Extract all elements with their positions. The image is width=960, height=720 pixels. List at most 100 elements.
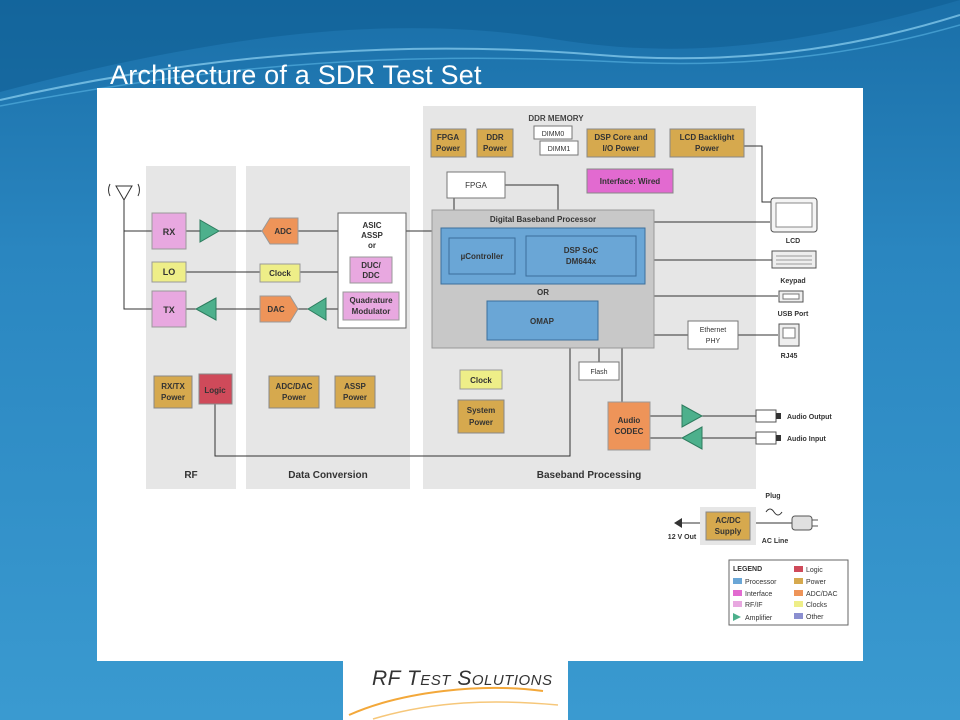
legend-swatch-amplifier bbox=[733, 613, 741, 621]
asic-label: or bbox=[368, 241, 376, 250]
dsp-soc-label: DM644x bbox=[566, 257, 597, 266]
dsp-power-label: I/O Power bbox=[603, 144, 640, 153]
antenna-icon bbox=[108, 183, 140, 202]
keypad-icon bbox=[771, 250, 817, 269]
background-wave-line bbox=[0, 14, 960, 101]
keypad-label: Keypad bbox=[780, 278, 805, 285]
ddr-power-label: Power bbox=[483, 144, 507, 153]
tx-label: TX bbox=[163, 305, 175, 315]
legend-box bbox=[728, 559, 849, 626]
lcd-backlight-power-label: LCD Backlight bbox=[680, 133, 735, 142]
adcdac-power-block bbox=[268, 375, 320, 409]
dsp-power-block bbox=[586, 128, 656, 158]
ac-line-label: AC Line bbox=[762, 538, 789, 545]
acdc-supply-label: AC/DC bbox=[715, 516, 741, 525]
dimm0-block bbox=[533, 125, 573, 140]
lcd-label: LCD bbox=[786, 238, 800, 245]
ethernet-phy-block bbox=[687, 320, 739, 350]
company-logo: RF TEST SOLUTIONS bbox=[372, 667, 553, 690]
rj45-icon bbox=[778, 323, 800, 347]
legend-swatch-processor bbox=[733, 578, 742, 584]
acdc-supply-label: Supply bbox=[715, 527, 742, 536]
adcdac-power-label: ADC/DAC bbox=[276, 382, 313, 391]
audio-output-label: Audio Output bbox=[787, 414, 832, 421]
ddr-memory-label: DDR MEMORY bbox=[528, 114, 584, 123]
legend-swatch-interface bbox=[733, 590, 742, 596]
ethernet-phy-label: Ethernet bbox=[700, 327, 727, 334]
system-power-label: System bbox=[467, 406, 495, 415]
fpga-power-label: Power bbox=[436, 144, 460, 153]
background-wave-line bbox=[0, 24, 960, 107]
fpga-power-block bbox=[430, 128, 467, 158]
interface-wired-block bbox=[586, 168, 674, 194]
lcd-backlight-power-label: Power bbox=[695, 144, 719, 153]
logic-label: Logic bbox=[204, 386, 226, 395]
ddr-power-label: DDR bbox=[486, 133, 504, 142]
legend-swatch-power bbox=[794, 578, 803, 584]
legend-label: Clocks bbox=[806, 602, 828, 609]
assp-power-label: ASSP bbox=[344, 382, 366, 391]
legend-label: ADC/DAC bbox=[806, 591, 838, 598]
clock-block bbox=[259, 263, 301, 283]
lcd-monitor-icon bbox=[770, 197, 818, 233]
audio-input-label: Audio Input bbox=[787, 436, 827, 443]
rxtx-power-block bbox=[153, 375, 193, 409]
adcdac-power-label: Power bbox=[282, 393, 306, 402]
legend-label: Processor bbox=[745, 579, 777, 586]
logo-box bbox=[343, 661, 568, 720]
rxtx-power-label: Power bbox=[161, 393, 185, 402]
legend-label: RF/IF bbox=[745, 602, 763, 609]
flash-block bbox=[578, 361, 620, 381]
slide-title: Architecture of a SDR Test Set bbox=[110, 60, 482, 90]
rx-amplifier-icon bbox=[199, 219, 220, 243]
background-swoosh bbox=[0, 0, 960, 92]
tx-block bbox=[151, 290, 187, 328]
assp-power-block bbox=[334, 375, 376, 409]
audio-output-jack-icon bbox=[755, 409, 781, 423]
assp-power-label: Power bbox=[343, 393, 367, 402]
clock2-block bbox=[459, 369, 503, 390]
logo-swoosh bbox=[348, 687, 559, 720]
rx-label: RX bbox=[163, 227, 176, 237]
quadrature-modulator-block bbox=[342, 291, 400, 321]
ducddc-block bbox=[349, 256, 393, 284]
fpga-label: FPGA bbox=[465, 181, 487, 190]
dimm1-block bbox=[539, 140, 579, 156]
ucontroller-label: µController bbox=[461, 252, 504, 261]
audio-output-amplifier-icon bbox=[681, 404, 704, 428]
tx-amplifier-icon bbox=[194, 297, 217, 321]
clock-label: Clock bbox=[269, 269, 291, 278]
audio-input-amplifier-icon bbox=[680, 426, 703, 450]
arrow-left-icon bbox=[674, 518, 682, 528]
lo-block bbox=[151, 261, 187, 283]
quadrature-modulator-label: Modulator bbox=[352, 307, 391, 316]
diagram-panel: RF Data Conversion Baseband Processing bbox=[97, 88, 863, 661]
audio-codec-block bbox=[607, 401, 651, 451]
adc-label: ADC bbox=[274, 227, 292, 236]
legend-label: Interface bbox=[745, 591, 772, 598]
rxtx-power-label: RX/TX bbox=[161, 382, 185, 391]
dac-block bbox=[259, 295, 299, 323]
dsp-power-label: DSP Core and bbox=[594, 133, 647, 142]
baseband-section-label: Baseband Processing bbox=[537, 470, 641, 481]
legend-swatch-clocks bbox=[794, 601, 803, 607]
fpga-block bbox=[446, 171, 506, 199]
ucontroller-block bbox=[448, 237, 516, 275]
quadrature-modulator-label: Quadrature bbox=[349, 296, 393, 305]
acdc-supply-block bbox=[705, 511, 751, 541]
usb-port-label: USB Port bbox=[778, 311, 809, 318]
legend-swatch-adcdac bbox=[794, 590, 803, 596]
legend: LEGEND Processor Interface RF/IF Amplifi… bbox=[728, 559, 849, 626]
legend-swatch-other bbox=[794, 613, 803, 619]
dimm1-label: DIMM1 bbox=[548, 146, 571, 153]
asic-label: ASSP bbox=[361, 231, 383, 240]
ddr-power-block bbox=[476, 128, 514, 158]
rx-block bbox=[151, 212, 187, 250]
adc-block bbox=[261, 217, 299, 245]
rf-section-label: RF bbox=[184, 470, 197, 481]
dsp-soc-block bbox=[525, 235, 637, 277]
dac-label: DAC bbox=[267, 305, 285, 314]
architecture-diagram: RF Data Conversion Baseband Processing bbox=[108, 106, 849, 626]
data-conversion-section-label: Data Conversion bbox=[288, 470, 367, 481]
